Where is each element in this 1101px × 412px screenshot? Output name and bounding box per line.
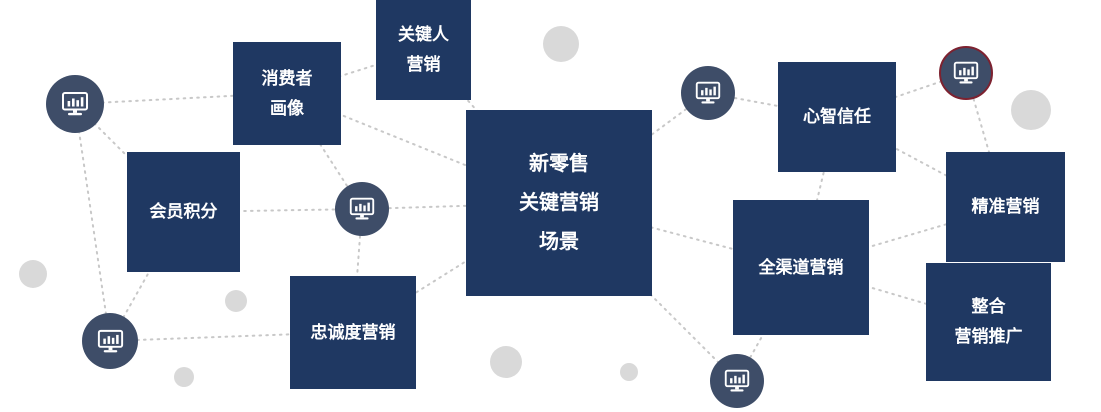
node-member-points: 会员积分 — [127, 152, 240, 272]
node-label: 关键人 — [398, 25, 449, 45]
node-label: 全渠道营销 — [758, 257, 844, 277]
node-mind-trust: 心智信任 — [778, 62, 896, 172]
node-label: 营销推广 — [954, 327, 1023, 346]
node-center-new-retail: 新零售 关键营销 场景 — [466, 110, 652, 296]
monitor-node — [46, 75, 104, 133]
monitor-chart-icon — [695, 81, 721, 104]
decor-circle — [174, 367, 194, 387]
decor-circle — [490, 346, 522, 378]
node-label: 整合 — [971, 297, 1006, 317]
node-label: 心智信任 — [803, 107, 871, 127]
node-label: 关键营销 — [519, 191, 599, 214]
node-label: 精准营销 — [971, 197, 1040, 217]
node-label: 场景 — [539, 230, 579, 253]
monitor-node — [710, 354, 764, 408]
monitor-chart-icon — [953, 61, 979, 84]
monitor-chart-icon — [97, 329, 123, 352]
node-label: 画像 — [270, 98, 304, 118]
node-label: 营销 — [406, 55, 441, 74]
monitor-chart-icon — [62, 92, 88, 116]
monitor-node — [939, 46, 993, 100]
monitor-node — [82, 313, 138, 369]
decor-circle — [620, 363, 638, 381]
decor-circle — [543, 26, 579, 62]
node-loyalty-marketing: 忠诚度营销 — [290, 276, 416, 389]
monitor-node — [335, 182, 389, 236]
decor-circle — [1011, 90, 1051, 130]
monitor-node — [681, 66, 735, 120]
node-key-person-marketing: 关键人 营销 — [376, 0, 471, 100]
monitor-chart-icon — [349, 197, 375, 220]
node-label: 会员积分 — [149, 202, 218, 222]
node-consumer-profile: 消费者 画像 — [233, 42, 341, 145]
node-precision-marketing: 精准营销 — [946, 152, 1065, 262]
decor-circle — [19, 260, 47, 288]
monitor-chart-icon — [724, 369, 750, 392]
decor-circle — [225, 290, 247, 312]
node-omni-channel-marketing: 全渠道营销 — [733, 200, 869, 335]
node-label: 消费者 — [261, 68, 313, 88]
node-label: 新零售 — [529, 152, 589, 175]
node-label: 忠诚度营销 — [310, 322, 396, 342]
node-integrated-promotion: 整合 营销推广 — [926, 263, 1051, 381]
